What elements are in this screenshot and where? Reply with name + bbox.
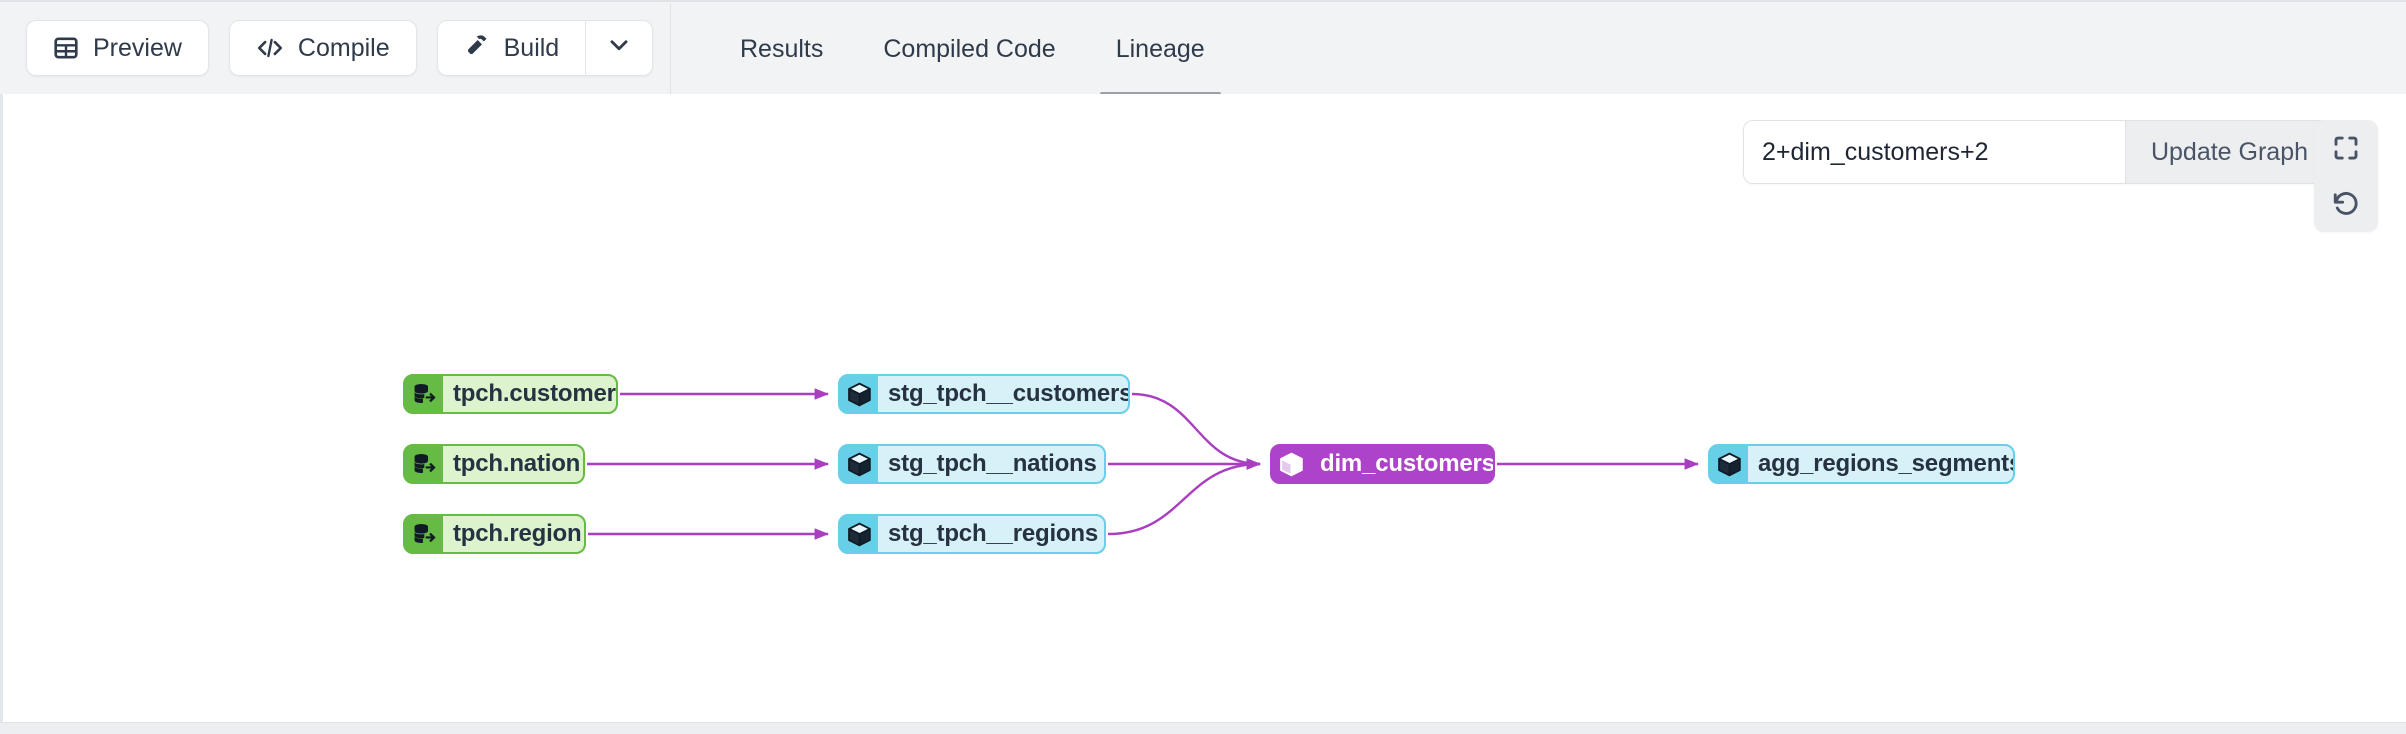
preview-button[interactable]: Preview — [26, 20, 209, 76]
build-button[interactable]: Build — [438, 21, 586, 75]
chevron-down-icon — [606, 32, 632, 65]
toolbar-divider — [670, 4, 671, 96]
lineage-edge-stg_tpch_customers-to-dim_customers — [1131, 392, 1261, 470]
lineage-node-label: agg_regions_segments — [1748, 446, 2013, 482]
reset-rotate-ccw-icon[interactable] — [2322, 180, 2370, 228]
database-source-icon — [405, 446, 443, 482]
compile-button-label: Compile — [297, 33, 390, 62]
cube-model-icon — [1710, 446, 1748, 482]
lineage-node-tpch_customer[interactable]: tpch.customer — [403, 374, 618, 414]
lineage-node-dim_customers[interactable]: dim_customers — [1270, 444, 1495, 484]
lineage-edges — [586, 388, 1699, 540]
lineage-node-label: stg_tpch__regions — [878, 516, 1104, 552]
lineage-node-label: stg_tpch__nations — [878, 446, 1104, 482]
update-graph-button-label: Update Graph — [2150, 137, 2309, 166]
table-grid-icon — [53, 35, 79, 61]
tab-compiled-code[interactable]: Compiled Code — [853, 2, 1085, 96]
hammer-icon — [464, 32, 490, 65]
preview-button-label: Preview — [93, 33, 182, 62]
graph-selector-group: Update Graph — [1743, 120, 2334, 184]
lineage-node-agg_regions_segments[interactable]: agg_regions_segments — [1708, 444, 2015, 484]
cube-model-icon — [1272, 446, 1310, 482]
lineage-node-stg_tpch_customers[interactable]: stg_tpch__customers — [838, 374, 1130, 414]
lineage-node-label: tpch.customer — [443, 376, 616, 412]
action-button-group: Preview Compile — [26, 20, 654, 76]
cube-model-icon — [840, 516, 878, 552]
tab-results-label: Results — [740, 34, 824, 63]
tab-results[interactable]: Results — [710, 2, 853, 96]
code-brackets-icon — [256, 35, 284, 61]
build-split-button: Build — [436, 20, 654, 76]
graph-selector-input[interactable] — [1744, 121, 2125, 183]
database-source-icon — [405, 516, 443, 552]
lineage-node-label: dim_customers — [1310, 446, 1493, 482]
cube-model-icon — [840, 376, 878, 412]
lineage-node-stg_tpch_nations[interactable]: stg_tpch__nations — [838, 444, 1106, 484]
lineage-node-tpch_nation[interactable]: tpch.nation — [403, 444, 585, 484]
compile-button[interactable]: Compile — [228, 20, 417, 76]
panel-tabs: Results Compiled Code Lineage — [710, 2, 1235, 96]
lineage-node-label: stg_tpch__customers — [878, 376, 1128, 412]
lineage-node-label: tpch.region — [443, 516, 584, 552]
bottom-status-strip — [0, 722, 2406, 734]
lineage-node-tpch_region[interactable]: tpch.region — [403, 514, 586, 554]
lineage-canvas[interactable]: tpch.customer tpch.nation tpch.region stg_t… — [0, 94, 2406, 722]
lineage-nodes: tpch.customer tpch.nation tpch.region stg_t… — [3, 94, 2406, 722]
lineage-node-stg_tpch_regions[interactable]: stg_tpch__regions — [838, 514, 1106, 554]
top-toolbar: Preview Compile — [0, 0, 2406, 96]
tab-lineage-label: Lineage — [1115, 34, 1205, 63]
tab-compiled-code-label: Compiled Code — [883, 34, 1056, 63]
update-graph-button[interactable]: Update Graph — [2125, 121, 2333, 183]
lineage-edge-stg_tpch_regions-to-dim_customers — [1107, 458, 1261, 536]
expand-fullscreen-icon[interactable] — [2322, 124, 2370, 172]
graph-tool-panel — [2314, 120, 2378, 232]
lineage-node-label: tpch.nation — [443, 446, 583, 482]
tab-lineage[interactable]: Lineage — [1086, 2, 1235, 96]
build-dropdown-toggle[interactable] — [585, 21, 652, 75]
cube-model-icon — [840, 446, 878, 482]
database-source-icon — [405, 376, 443, 412]
build-button-label: Build — [503, 33, 560, 62]
